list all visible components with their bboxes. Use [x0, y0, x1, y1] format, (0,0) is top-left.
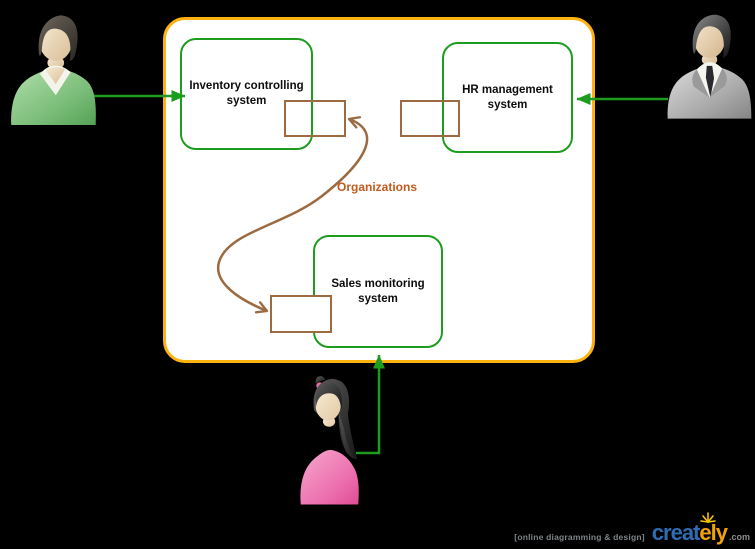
female-user-pink-icon — [300, 376, 359, 505]
system-label: Inventory controlling system — [189, 80, 304, 107]
system-node-sales: Sales monitoring system — [313, 235, 443, 348]
creately-text-com: .com — [728, 532, 750, 542]
male-user-green-icon — [11, 15, 96, 125]
businessman-gray-icon — [667, 14, 752, 119]
creately-logo[interactable]: creat e ly .com — [651, 512, 750, 545]
watermark-tagline: [online diagramming & design] — [514, 532, 645, 542]
creately-text-ly: ly — [710, 520, 728, 545]
creately-e-glyph: e — [699, 520, 711, 545]
creately-rays-icon — [700, 512, 717, 523]
system-label: Sales monitoring system — [331, 277, 425, 305]
creately-text-creat: creat — [651, 520, 701, 545]
system-node-hr: HR management system — [442, 42, 573, 153]
object-node-sales — [270, 295, 332, 333]
object-node-hr — [400, 100, 460, 137]
watermark: [online diagramming & design] creat e ly… — [514, 512, 750, 545]
creately-text-e: e — [699, 512, 717, 545]
object-node-inventory — [284, 100, 346, 137]
system-label: HR management system — [462, 83, 553, 111]
connector-label-organizations: Organizations — [337, 180, 418, 194]
